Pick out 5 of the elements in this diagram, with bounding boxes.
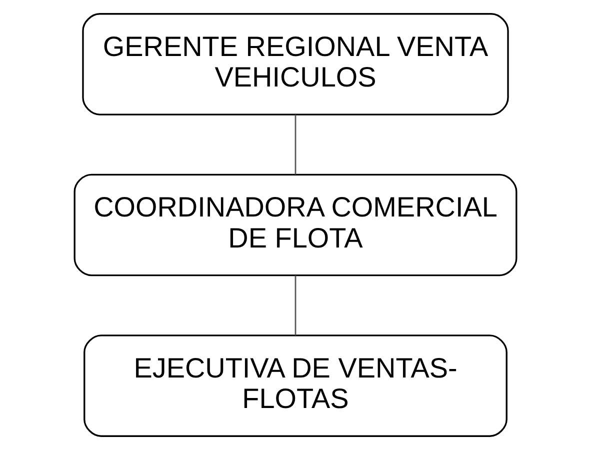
connector (294, 114, 296, 175)
node-box: GERENTE REGIONAL VENTA VEHICULOS (82, 13, 508, 116)
node-box: COORDINADORA COMERCIAL DE FLOTA (73, 174, 517, 276)
connector (294, 276, 296, 336)
node-box: EJECUTIVA DE VENTAS- FLOTAS (83, 334, 507, 437)
